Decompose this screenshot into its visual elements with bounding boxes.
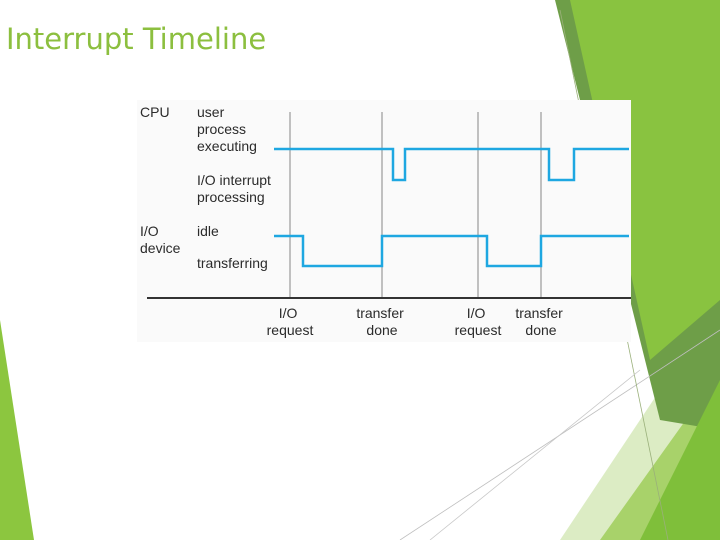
decor-shape-bright-strip bbox=[570, 0, 720, 360]
io-device-row-label: I/O device bbox=[140, 223, 181, 256]
interrupt-timeline-figure: CPU user process executing I/O interrupt… bbox=[137, 100, 631, 342]
event-label-io-request: I/O request bbox=[455, 305, 502, 338]
event-label-transfer-done: transfer done bbox=[515, 305, 566, 338]
cpu-row-label: CPU bbox=[140, 104, 170, 120]
io-idle-label: idle bbox=[197, 223, 219, 239]
event-label-io-request: I/O request bbox=[267, 305, 314, 338]
decor-line bbox=[429, 369, 641, 540]
interrupt-timeline-diagram: CPU user process executing I/O interrupt… bbox=[140, 104, 631, 338]
decor-shape-left-sliver bbox=[0, 320, 34, 540]
io-transferring-label: transferring bbox=[197, 255, 268, 271]
io-device-trace bbox=[274, 234, 629, 268]
slide-title: Interrupt Timeline bbox=[6, 22, 267, 56]
cpu-activity-trace bbox=[274, 147, 629, 182]
cpu-interrupt-processing-label: I/O interrupt processing bbox=[197, 172, 275, 205]
event-label-transfer-done: transfer done bbox=[356, 305, 407, 338]
cpu-user-process-label: user process executing bbox=[197, 104, 257, 154]
